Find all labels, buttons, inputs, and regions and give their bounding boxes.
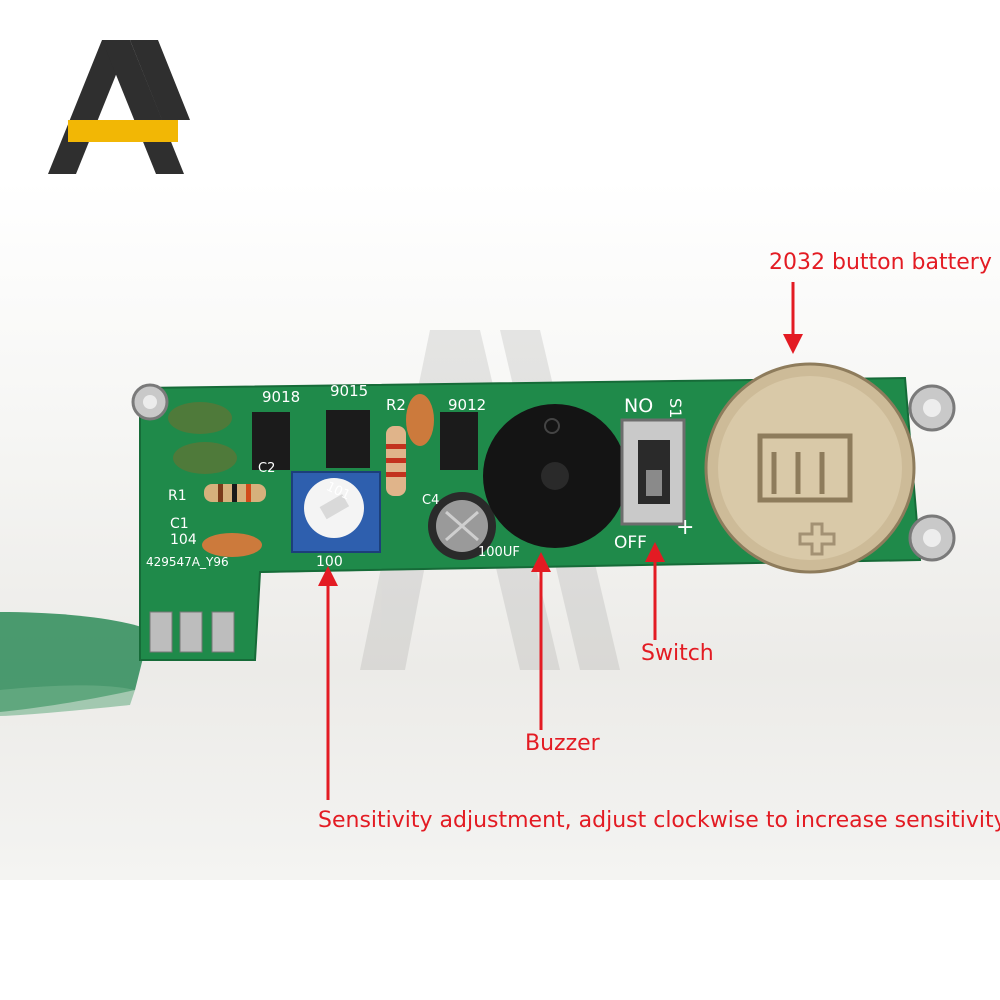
brand-logo-icon — [48, 40, 190, 174]
silk-switch-label: S1 — [666, 398, 685, 418]
switch-label: Switch — [641, 641, 714, 666]
silk-cap-value: 100UF — [478, 545, 520, 560]
connector-pad — [149, 611, 173, 653]
arrow-icon — [531, 552, 551, 730]
arrow-icon — [318, 566, 338, 800]
silk-switch-on: NO — [624, 395, 653, 417]
connector-pad — [179, 611, 203, 653]
arrow-icon — [645, 542, 665, 640]
ceramic-capacitor-c1 — [202, 533, 262, 557]
potentiometer-dial — [291, 471, 381, 553]
silk-board-code: 429547A_Y96 — [146, 555, 229, 569]
electrolytic-capacitor — [428, 492, 496, 560]
silk-switch-off: OFF — [614, 533, 647, 553]
arrow-icon — [783, 282, 803, 354]
buzzer-component — [483, 404, 627, 548]
mounting-screw — [131, 383, 169, 421]
ceramic-capacitor — [173, 442, 237, 474]
silk-q3: 9012 — [448, 396, 486, 414]
transistor-q3 — [440, 412, 478, 470]
battery-label: 2032 button battery — [769, 250, 992, 275]
transistor-q2 — [326, 410, 370, 468]
silk-c1-value: 104 — [170, 532, 197, 548]
silk-q1: 9018 — [262, 388, 300, 406]
ceramic-capacitor-c4 — [406, 394, 434, 446]
slide-switch — [620, 418, 686, 526]
sensitivity-label: Sensitivity adjustment, adjust clockwise… — [318, 808, 1000, 833]
silk-c2: C2 — [258, 461, 275, 476]
silk-c4: C4 — [422, 493, 439, 508]
connector-pad — [211, 611, 235, 653]
coin-battery-holder — [704, 362, 916, 574]
ceramic-capacitor — [168, 402, 232, 434]
mounting-screw — [908, 514, 956, 562]
silk-c1: C1 — [170, 516, 189, 532]
silk-r1: R1 — [168, 488, 187, 504]
silk-plus: + — [676, 515, 694, 540]
silk-r2: R2 — [386, 396, 406, 414]
buzzer-label: Buzzer — [525, 731, 600, 756]
transistor-q1 — [252, 412, 290, 470]
silk-pot-value: 100 — [316, 554, 343, 570]
mounting-screw — [908, 384, 956, 432]
silk-q2: 9015 — [330, 382, 368, 400]
